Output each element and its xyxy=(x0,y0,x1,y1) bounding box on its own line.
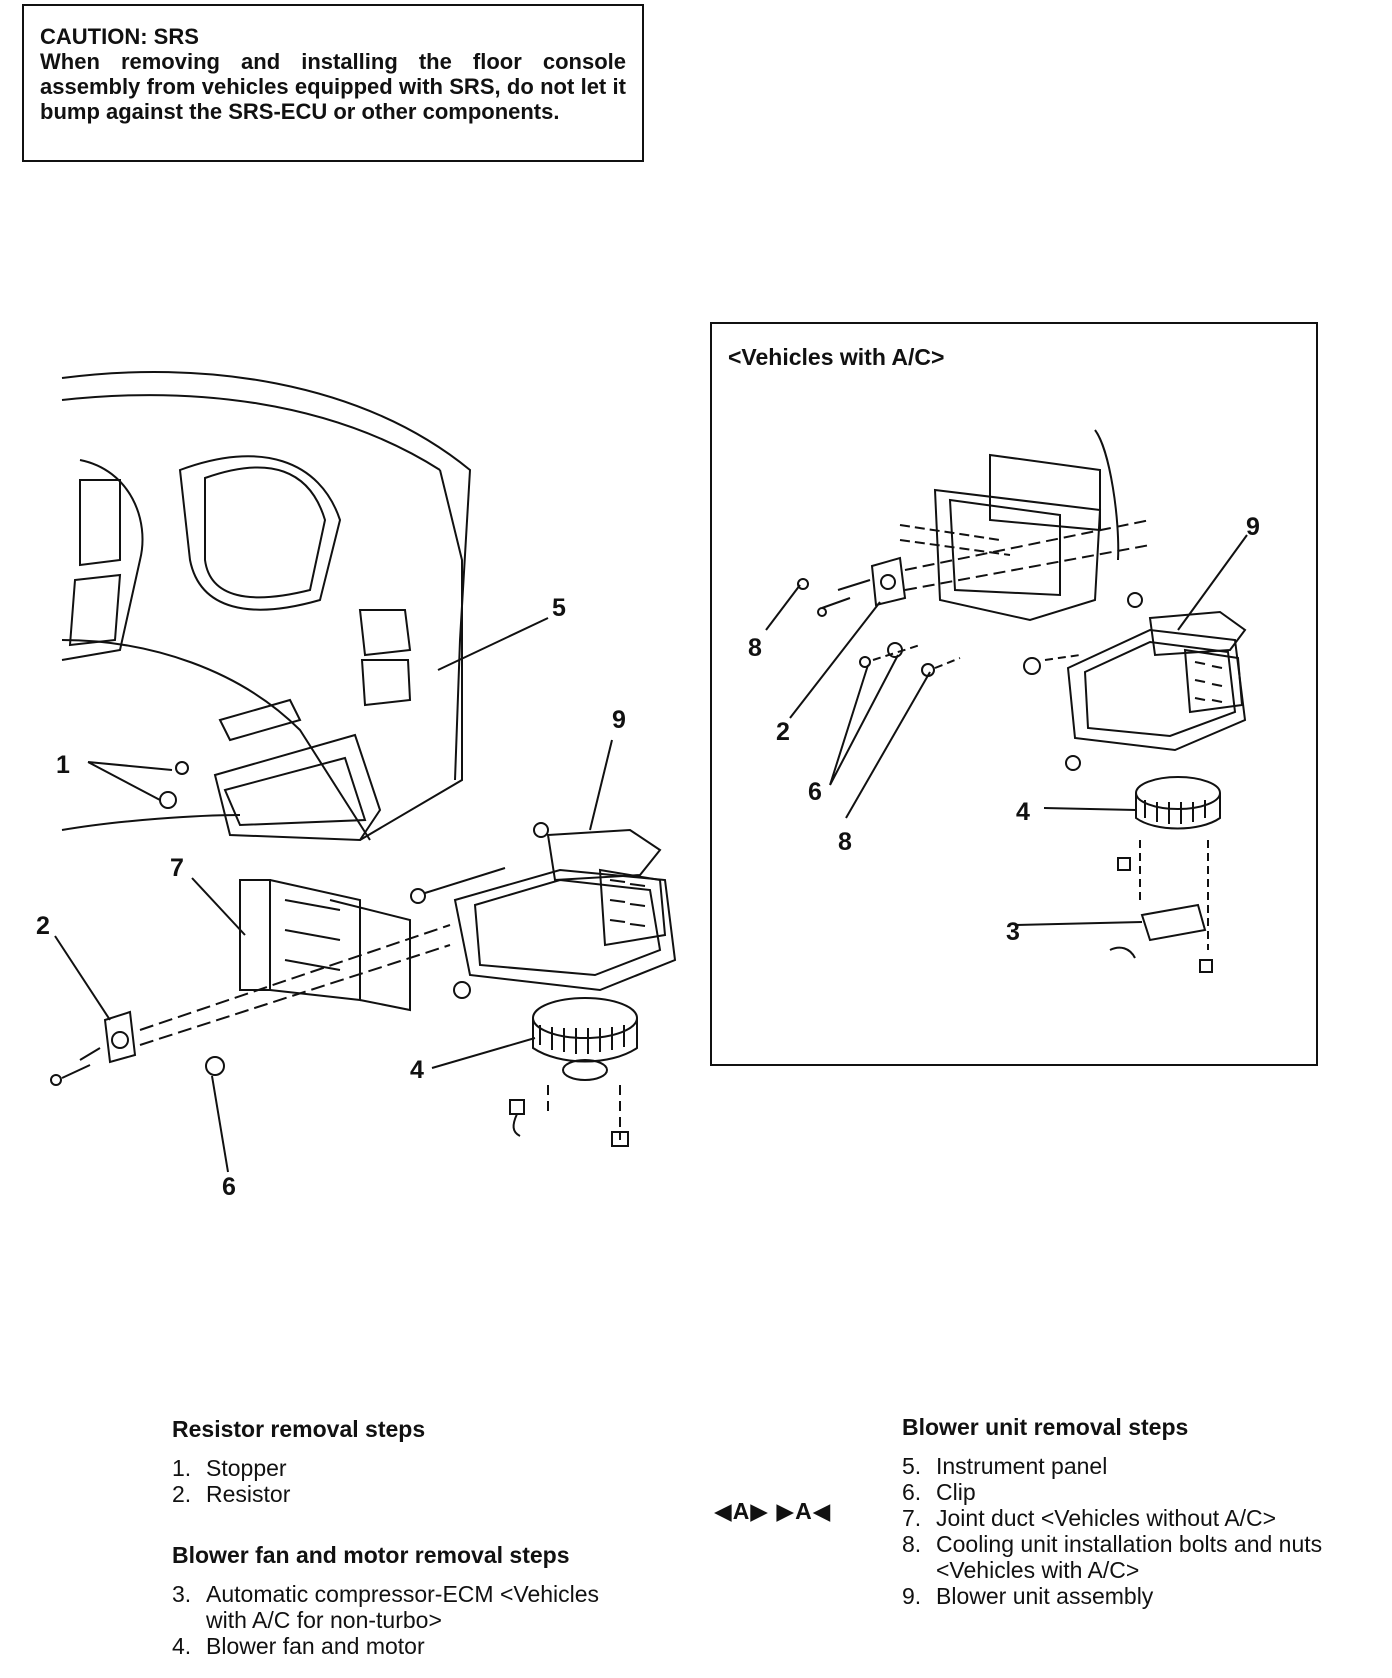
list-item: 1.Stopper xyxy=(172,1455,287,1481)
callout-inset-4: 4 xyxy=(1016,798,1030,826)
callout-inset-2: 2 xyxy=(776,718,790,746)
resistor-steps-title: Resistor removal steps xyxy=(172,1416,426,1442)
callout-inset-3: 3 xyxy=(1006,918,1020,946)
list-item: 7.Joint duct <Vehicles without A/C> xyxy=(902,1505,1277,1531)
blower-fan-steps-title: Blower fan and motor removal steps xyxy=(172,1542,570,1568)
blower-fan-steps: Blower fan and motor removal steps 3.Aut… xyxy=(172,1542,632,1659)
callout-main-6: 6 xyxy=(222,1173,236,1201)
inset-callouts: 9 8 2 6 8 4 3 xyxy=(748,513,1260,946)
inset-frame: <Vehicles with A/C> xyxy=(710,322,1318,1066)
callout-main-9: 9 xyxy=(612,706,626,734)
resistor-steps: Resistor removal steps 1.Stopper 2.Resis… xyxy=(172,1416,632,1507)
list-item: 8.Cooling unit installation bolts and nu… xyxy=(902,1531,1323,1583)
callout-inset-8b: 8 xyxy=(838,828,852,856)
callout-main-7: 7 xyxy=(170,854,184,882)
caution-box: CAUTION: SRS When removing and installin… xyxy=(22,4,644,162)
blower-unit-steps: Blower unit removal steps 5.Instrument p… xyxy=(902,1414,1362,1609)
inset-diagram-art xyxy=(765,429,1248,973)
list-item: 9.Blower unit assembly xyxy=(902,1583,1154,1609)
list-item: 2.Resistor xyxy=(172,1481,291,1507)
list-item: 3.Automatic compressor-ECM <Vehicles wit… xyxy=(172,1581,600,1633)
list-item: 6.Clip xyxy=(902,1479,976,1505)
inset-title: <Vehicles with A/C> xyxy=(728,344,945,370)
callout-main-5: 5 xyxy=(552,594,566,622)
caution-title: CAUTION: SRS xyxy=(40,24,199,49)
callout-inset-8a: 8 xyxy=(748,634,762,662)
callout-main-4: 4 xyxy=(410,1056,424,1084)
blower-unit-steps-title: Blower unit removal steps xyxy=(902,1414,1189,1440)
main-diagram-art xyxy=(50,370,677,1173)
callout-main-2: 2 xyxy=(36,912,50,940)
service-marks: ◀A▶ ▶A◀ xyxy=(714,1498,832,1524)
list-item: 4.Blower fan and motor xyxy=(172,1633,425,1659)
callout-inset-6: 6 xyxy=(808,778,822,806)
caution-text: When removing and installing the floor c… xyxy=(40,49,626,124)
callout-inset-9: 9 xyxy=(1246,513,1260,541)
exploded-diagram: 5 9 1 7 2 4 6 9 8 2 6 8 4 3 xyxy=(36,370,1260,1201)
list-item: 5.Instrument panel xyxy=(902,1453,1108,1479)
callout-main-1: 1 xyxy=(56,751,70,779)
main-callouts: 5 9 1 7 2 4 6 xyxy=(36,594,626,1201)
